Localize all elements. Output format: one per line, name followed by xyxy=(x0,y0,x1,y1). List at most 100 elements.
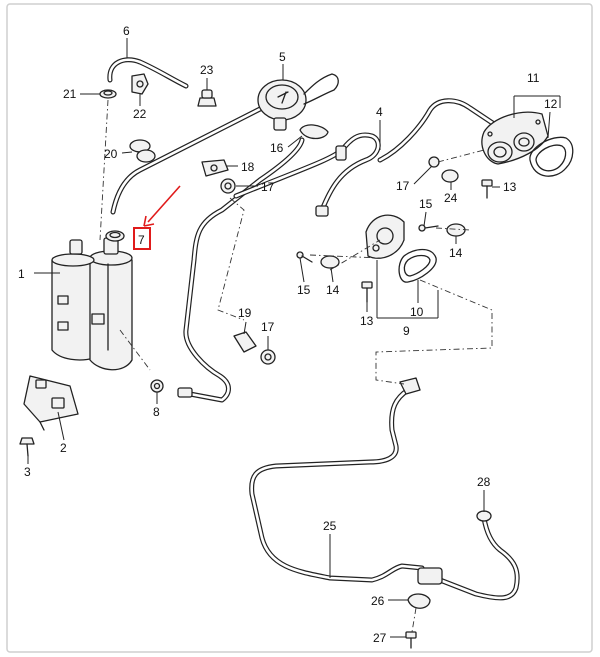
callout-24: 24 xyxy=(444,191,458,205)
canister-bracket xyxy=(23,375,79,431)
callout-10: 10 xyxy=(410,305,424,319)
clamp-14-left xyxy=(320,255,340,269)
valve-housing-11 xyxy=(481,111,549,165)
diagram-frame xyxy=(6,3,593,653)
fitting-28 xyxy=(476,510,492,522)
assembly-line xyxy=(329,239,381,271)
connector-19 xyxy=(233,331,257,353)
bolt-3 xyxy=(19,437,35,457)
callout-23: 23 xyxy=(200,63,214,77)
callout-7: 7 xyxy=(138,233,145,247)
fitting-23 xyxy=(197,89,217,107)
line-4 xyxy=(233,132,381,213)
callout-18: 18 xyxy=(241,160,255,174)
highlight-arrow-head xyxy=(143,215,155,227)
callout-15b: 15 xyxy=(419,197,433,211)
nut-17-left xyxy=(220,178,236,194)
assembly-line xyxy=(217,197,245,321)
leader-20 xyxy=(121,151,133,154)
clamp-7 xyxy=(105,230,125,242)
leader-17c xyxy=(413,165,433,185)
leader-19 xyxy=(243,321,247,335)
callout-17a: 17 xyxy=(261,180,275,194)
hose-main-upper xyxy=(110,105,265,215)
bolt-13-middle xyxy=(361,281,373,303)
callout-13a: 13 xyxy=(360,314,374,328)
leader-2 xyxy=(57,411,65,441)
line-connector xyxy=(335,145,347,161)
callout-17b: 17 xyxy=(261,320,275,334)
nut-17-right xyxy=(428,156,440,168)
leader-16 xyxy=(287,135,303,148)
bolt-27 xyxy=(405,631,417,649)
clip-21 xyxy=(99,89,117,99)
highlight-box xyxy=(133,227,151,250)
clamp-24 xyxy=(441,169,459,183)
callout-2: 2 xyxy=(60,441,67,455)
gasket-12 xyxy=(529,136,574,177)
clip-22 xyxy=(131,73,149,95)
callout-25: 25 xyxy=(323,519,337,533)
leader-11 xyxy=(513,95,561,118)
valve-bracket-9 xyxy=(365,214,405,259)
callout-1: 1 xyxy=(18,267,25,281)
assembly-line xyxy=(99,99,109,241)
hose-6 xyxy=(107,57,189,89)
assembly-line xyxy=(119,329,151,371)
line-fitting xyxy=(315,205,329,217)
leader-12 xyxy=(547,111,551,139)
line-4-right xyxy=(377,98,497,163)
assembly-line xyxy=(375,279,493,385)
leader-15a xyxy=(299,257,305,283)
screw-15-right xyxy=(418,224,439,232)
callout-12: 12 xyxy=(544,97,558,111)
callout-21: 21 xyxy=(63,87,77,101)
nut-17-middle xyxy=(260,349,276,365)
callout-28: 28 xyxy=(477,475,491,489)
gasket-10 xyxy=(398,248,437,283)
bolt-13-right xyxy=(481,179,493,199)
callout-3: 3 xyxy=(24,465,31,479)
leader-15b xyxy=(423,211,427,227)
callout-6: 6 xyxy=(123,24,130,38)
hose-coupler-top xyxy=(399,377,421,395)
grommet-8 xyxy=(150,379,164,393)
callout-26: 26 xyxy=(371,594,385,608)
hose-25 xyxy=(249,387,425,583)
callout-17c: 17 xyxy=(396,179,410,193)
highlight-arrow-shaft xyxy=(147,185,181,223)
callout-15a: 15 xyxy=(297,283,311,297)
callout-19: 19 xyxy=(238,306,252,320)
leader-9 xyxy=(376,260,439,319)
hose-coupler-bottom xyxy=(417,567,443,585)
charcoal-canister xyxy=(51,237,133,371)
hose-28 xyxy=(437,515,520,601)
leader-14a xyxy=(330,267,334,283)
callout-27: 27 xyxy=(373,631,387,645)
callout-20: 20 xyxy=(104,147,118,161)
callout-13b: 13 xyxy=(503,180,517,194)
assembly-line xyxy=(435,227,471,231)
pipe-end-cap xyxy=(177,387,193,398)
callout-9: 9 xyxy=(403,324,410,338)
assembly-line xyxy=(411,607,417,633)
callout-5: 5 xyxy=(279,50,286,64)
connector-18 xyxy=(201,159,229,177)
callout-22: 22 xyxy=(133,107,147,121)
callout-14b: 14 xyxy=(449,246,463,260)
callout-8: 8 xyxy=(153,405,160,419)
callout-11: 11 xyxy=(527,71,540,85)
clip-20 xyxy=(129,139,156,163)
clamp-16 xyxy=(299,124,329,140)
callout-4: 4 xyxy=(376,105,383,119)
clamp-14-right xyxy=(446,223,466,237)
pipe-left-vertical xyxy=(183,137,305,403)
screw-15-left xyxy=(296,251,313,263)
assembly-line xyxy=(309,254,381,259)
clamp-26 xyxy=(407,593,431,609)
purge-valve xyxy=(257,73,339,131)
callout-14a: 14 xyxy=(326,283,340,297)
callout-16: 16 xyxy=(270,141,284,155)
assembly-line xyxy=(437,149,485,163)
